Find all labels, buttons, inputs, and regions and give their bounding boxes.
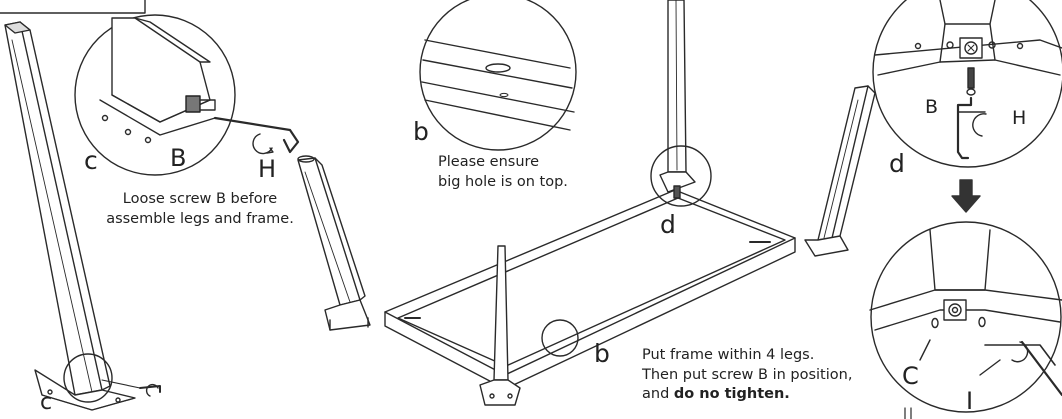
callout-d-frame: d — [660, 210, 676, 239]
label-wrench-h-left: H — [258, 155, 277, 183]
zoom-circle-right-top — [872, 0, 1062, 168]
label-screw-b-right: B — [925, 96, 939, 118]
note-loose-screw-line1: Loose screw B before — [122, 191, 278, 207]
note-put-frame-line3: and do no tighten. — [642, 385, 882, 405]
note-loose-screw: Loose screw B before assemble legs and f… — [95, 190, 305, 229]
note-put-frame-line2: Then put screw B in position, — [642, 366, 853, 383]
zoom-ring-small-left — [63, 353, 113, 403]
zoom-circle-right-bottom — [869, 221, 1062, 413]
rotate-arrow-right — [972, 113, 987, 137]
callout-b-frame: b — [594, 339, 610, 368]
front-leg — [479, 245, 521, 406]
note-hole-line2: big hole is on top. — [438, 173, 568, 190]
zoom-circle-left — [74, 14, 300, 176]
callout-d-zoom: d — [889, 149, 905, 178]
note-hole-on-top: Please ensure big hole is on top. — [438, 153, 598, 192]
note-hole-line1: Please ensure — [438, 154, 540, 170]
label-hole-c-right: C — [902, 362, 919, 390]
callout-c-foot: c — [40, 390, 53, 415]
label-wrench-i-right: I — [966, 387, 974, 415]
zoom-ring-d — [650, 145, 712, 207]
down-arrow — [951, 179, 981, 213]
callout-c-zoom: c — [84, 146, 98, 175]
edge-marks — [904, 407, 912, 419]
rotate-arrow-left — [252, 133, 273, 155]
middle-leg — [297, 155, 371, 331]
label-wrench-h-right: H — [1012, 107, 1027, 129]
back-leg — [659, 0, 696, 199]
rectangular-frame — [384, 189, 796, 390]
header-box-fragment — [0, 0, 146, 14]
left-leg — [4, 21, 161, 411]
zoom-ring-b — [541, 319, 579, 357]
label-screw-b-left: B — [170, 144, 187, 172]
note-put-frame: Put frame within 4 legs. Then put screw … — [642, 346, 882, 405]
right-leg — [804, 85, 876, 257]
note-put-frame-emphasis: do no tighten. — [673, 386, 790, 403]
rotate-arrow-small — [145, 383, 159, 397]
callout-b-zoom: b — [413, 117, 429, 146]
note-put-frame-line1: Put frame within 4 legs. — [642, 347, 815, 363]
note-loose-screw-line2: assemble legs and frame. — [106, 210, 294, 227]
note-put-frame-line3-prefix: and — [642, 386, 674, 403]
zoom-circle-center — [419, 0, 577, 151]
